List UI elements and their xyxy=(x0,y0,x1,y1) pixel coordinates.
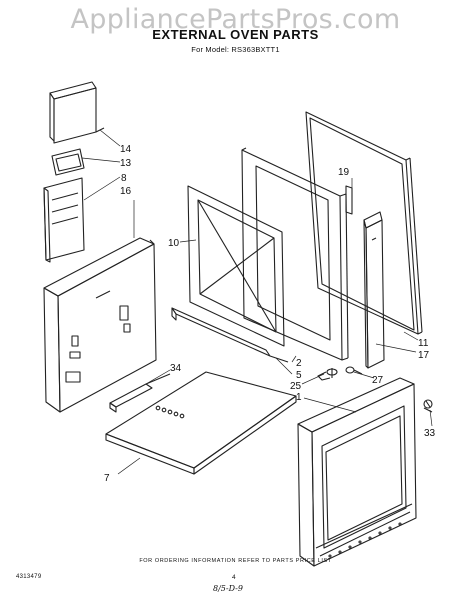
callout-34: 34 xyxy=(170,363,182,374)
part-17-side-trim xyxy=(363,211,385,369)
callout-27: 27 xyxy=(372,375,384,386)
callout-19: 19 xyxy=(338,167,350,178)
part-8-vent-panel xyxy=(43,177,85,263)
callout-33: 33 xyxy=(424,428,436,439)
callout-1: 1 xyxy=(296,392,302,403)
watermark: AppliancePartsPros.com xyxy=(70,4,401,35)
callout-labels: 14 13 8 16 10 19 2 5 25 27 1 11 17 34 7 … xyxy=(104,144,436,484)
callout-14: 14 xyxy=(120,144,132,155)
handwritten-date: 8/5-D-9 xyxy=(213,584,243,593)
callout-17: 17 xyxy=(418,350,430,361)
leader-lines xyxy=(81,129,433,475)
part-5-strip xyxy=(171,307,289,363)
callout-13: 13 xyxy=(120,158,132,169)
callout-11: 11 xyxy=(418,338,429,349)
part-7-bottom-pan xyxy=(105,371,297,475)
page-number: 4 xyxy=(232,574,236,581)
callout-10: 10 xyxy=(168,238,180,249)
page-title: EXTERNAL OVEN PARTS xyxy=(152,27,319,42)
part-19-clip xyxy=(345,185,353,215)
callout-2: 2 xyxy=(296,358,302,369)
part-2-door-frame xyxy=(241,147,349,361)
side-panel xyxy=(43,237,157,413)
part-25-hinge xyxy=(317,368,338,381)
part-27-hinge-clip xyxy=(345,366,363,375)
part-34-strip xyxy=(109,373,171,413)
part-11-outer-glass xyxy=(305,111,423,335)
document-number: 4313479 xyxy=(16,574,42,580)
callout-25: 25 xyxy=(290,381,302,392)
callout-16: 16 xyxy=(120,186,132,197)
callout-5: 5 xyxy=(296,370,302,381)
part-33-screw xyxy=(423,399,433,413)
part-14-bracket xyxy=(49,81,105,144)
model-subtitle: For Model: RS363BXTT1 xyxy=(191,45,280,54)
part-1-outer-door xyxy=(297,377,417,567)
part-13-plate xyxy=(51,148,85,176)
callout-8: 8 xyxy=(121,173,127,184)
callout-7: 7 xyxy=(104,473,110,484)
ordering-note: FOR ORDERING INFORMATION REFER TO PARTS … xyxy=(139,558,332,564)
